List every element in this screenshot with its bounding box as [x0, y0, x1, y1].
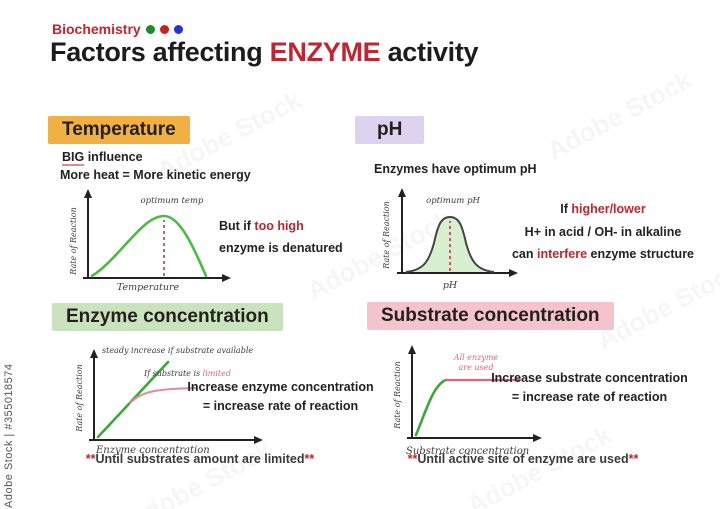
- enzyme-concentration-graph: steady increase if substrate available I…: [75, 346, 263, 456]
- enzyme-concentration-heading: Enzyme concentration: [52, 303, 283, 331]
- red-dot-icon: [159, 24, 169, 34]
- ph-heading: pH: [355, 116, 425, 144]
- stars: **: [85, 452, 96, 466]
- text-red: interfere: [537, 247, 588, 261]
- title-highlight: ENZYME: [269, 37, 381, 67]
- text-red: too high: [254, 219, 304, 233]
- label-pink: limited: [203, 369, 231, 378]
- side-line-1: If higher/lower: [498, 198, 708, 221]
- x-axis-label: Substrate concentration: [406, 446, 529, 457]
- temperature-side-text: But if too high enzyme is denatured: [219, 216, 343, 260]
- enzyme-side-text: Increase enzyme concentration = increase…: [178, 378, 383, 416]
- footnote-text: Until active site of enzyme are used: [417, 452, 629, 466]
- title-post: activity: [380, 37, 479, 67]
- optimum-ph-label: optimum pH: [426, 196, 480, 206]
- substrate-concentration-graph: All enzyme are used Rate of Reaction Sub…: [393, 345, 542, 457]
- side-line-1: Increase enzyme concentration: [187, 380, 374, 394]
- x-axis-arrow-icon: [509, 269, 518, 277]
- enzyme-footnote: **Until substrates amount are limited**: [50, 452, 350, 466]
- y-axis-arrow-icon: [408, 345, 416, 354]
- substrate-limited-curve: [129, 387, 197, 404]
- kicker: Biochemistry: [52, 21, 183, 37]
- watermark-tile: Adobe Stock: [542, 64, 697, 166]
- y-axis-arrow-icon: [398, 188, 406, 197]
- y-axis-label: Rate of Reaction: [75, 364, 84, 433]
- note-rest: influence: [84, 150, 143, 164]
- substrate-side-text: Increase substrate concentration = incre…: [472, 369, 707, 407]
- stars: **: [628, 452, 639, 466]
- text-plain: But if: [219, 219, 255, 233]
- ph-note: Enzymes have optimum pH: [374, 162, 537, 176]
- side-line-2: enzyme is denatured: [219, 240, 343, 255]
- side-line-2: = increase rate of reaction: [511, 389, 668, 404]
- text-plain: If: [560, 202, 572, 216]
- ph-graph: optimum pH Rate of Reaction pH: [382, 188, 518, 291]
- x-axis-arrow-icon: [222, 274, 231, 282]
- optimum-temp-label: optimum temp: [141, 196, 204, 206]
- kicker-label: Biochemistry: [52, 21, 141, 37]
- stars: **: [304, 452, 315, 466]
- green-dot-icon: [145, 24, 155, 34]
- substrate-footnote: **Until active site of enzyme are used**: [383, 452, 663, 466]
- text-plain: enzyme structure: [587, 247, 695, 261]
- y-axis-label: Rate of Reaction: [382, 201, 391, 270]
- text-plain: can: [511, 247, 537, 261]
- y-axis-arrow-icon: [90, 349, 98, 358]
- text-red: higher/lower: [571, 202, 646, 216]
- side-line-3: can interfere enzyme structure: [498, 243, 708, 266]
- temperature-note-2: More heat = More kinetic energy: [60, 168, 251, 182]
- blue-dot-icon: [173, 24, 183, 34]
- side-line-2: = increase rate of reaction: [202, 398, 359, 413]
- substrate-limited-label: If substrate is limited: [143, 369, 231, 378]
- y-axis-label: Rate of Reaction: [69, 207, 78, 276]
- temperature-heading: Temperature: [48, 116, 190, 144]
- temperature-graph: optimum temp Rate of Reaction Temperatur…: [69, 189, 231, 293]
- rising-line: [414, 378, 448, 437]
- stars: **: [407, 452, 418, 466]
- temperature-curve: [90, 214, 208, 278]
- x-axis-label: Enzyme concentration: [95, 445, 210, 456]
- all-enzyme-used-label-2: are used: [459, 363, 494, 372]
- big-underlined: BIG: [62, 150, 85, 166]
- page-title: Factors affecting ENZYME activity: [50, 37, 479, 68]
- y-axis-arrow-icon: [84, 189, 92, 198]
- stock-id-watermark: Adobe Stock | #355018574: [3, 363, 15, 508]
- x-axis-arrow-icon: [254, 436, 263, 444]
- side-line-2: H+ in acid / OH- in alkaline: [524, 224, 682, 239]
- all-enzyme-used-label-1: All enzyme: [453, 353, 499, 362]
- temperature-note-1: BIG influence: [62, 150, 143, 166]
- side-line-1: But if too high: [219, 216, 343, 238]
- label-plain: If substrate is: [143, 369, 203, 378]
- footnote-text: Until substrates amount are limited: [95, 452, 305, 466]
- substrate-concentration-heading: Substrate concentration: [367, 302, 614, 330]
- x-axis-arrow-icon: [533, 434, 542, 442]
- side-line-1: Increase substrate concentration: [491, 371, 688, 385]
- steady-increase-label: steady increase if substrate available: [102, 346, 253, 355]
- x-axis-label: Temperature: [117, 282, 180, 293]
- title-pre: Factors affecting: [50, 37, 270, 67]
- x-axis-label: pH: [443, 280, 458, 291]
- y-axis-label: Rate of Reaction: [393, 361, 402, 430]
- ph-side-text: If higher/lower H+ in acid / OH- in alka…: [498, 198, 708, 266]
